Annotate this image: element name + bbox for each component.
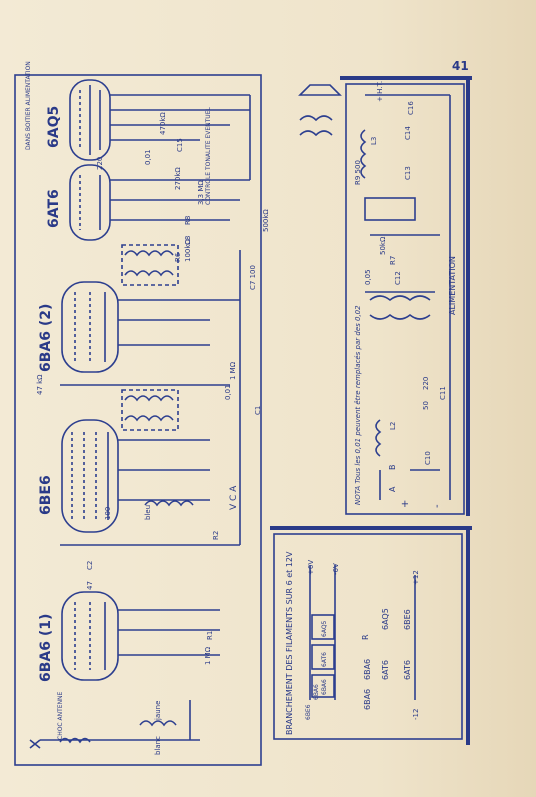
svg-text:6BE6: 6BE6: [38, 475, 54, 515]
label-r-470k: 470kΩ: [159, 112, 167, 135]
oscillator-coil: [144, 500, 194, 507]
label-c-220: 220: [96, 157, 104, 170]
svg-text:6AQ5: 6AQ5: [46, 106, 62, 148]
label-c13: C13: [404, 166, 412, 180]
alimentation-panel: ALIMENTATION + H.T. C16 C14 C13 L3 R9 50…: [340, 76, 472, 516]
svg-text:6AT6: 6AT6: [46, 189, 62, 228]
tube-6ba6-2: 6BA6 (2): [38, 281, 119, 373]
label-c10: C10: [424, 451, 432, 465]
label-minus6: -6V: [332, 563, 340, 575]
label-dans-boitier: DANS BOITIER ALIMENTATION: [25, 61, 32, 150]
label-plus: +: [400, 500, 411, 508]
label-c16: C16: [407, 101, 415, 115]
alim-title: ALIMENTATION: [448, 256, 457, 315]
label-r-47k: 47 kΩ: [36, 374, 44, 395]
filaments-title: BRANCHEMENT DES FILAMENTS SUR 6 et 12V: [285, 551, 294, 735]
label-r1: R1: [206, 631, 214, 640]
schematic-frame: [14, 74, 262, 766]
label-r-50k: 50kΩ: [379, 236, 387, 255]
label-c-100: 100: [104, 507, 112, 520]
label-c-47: 47: [86, 581, 94, 590]
label-c2: C2: [86, 561, 94, 570]
svg-text:6AT6: 6AT6: [403, 660, 412, 680]
label-c11: C11: [439, 386, 447, 400]
svg-text:6AQ5: 6AQ5: [381, 608, 390, 630]
if-transformer-1: [121, 244, 179, 286]
label-c-005: 0,05: [364, 269, 372, 285]
label-plus12: +12: [412, 570, 420, 585]
svg-text:6AT6: 6AT6: [321, 652, 328, 667]
svg-text:6BE6: 6BE6: [403, 609, 412, 630]
label-r-270k: 270kΩ: [174, 167, 182, 190]
svg-text:6AQ5: 6AQ5: [321, 620, 328, 637]
label-r8: R8: [184, 216, 192, 225]
svg-text:6AT6: 6AT6: [381, 660, 390, 680]
label-choc: CHOC ANTENNE: [57, 691, 64, 740]
wiring: [40, 94, 251, 741]
label-r-100k: 100kΩ: [184, 239, 192, 262]
label-a: A: [388, 486, 397, 492]
tube-6at6: 6AT6: [46, 164, 111, 241]
svg-text:6BA6 (1): 6BA6 (1): [38, 614, 54, 682]
label-c15: C15: [176, 138, 184, 152]
filaments-panel: BRANCHEMENT DES FILAMENTS SUR 6 et 12V +…: [270, 526, 472, 745]
nota-text: NOTA Tous les 0,01 peuvent être remplacé…: [354, 305, 362, 505]
label-minus12: -12: [412, 709, 420, 720]
svg-text:6BA6: 6BA6: [313, 684, 320, 700]
page-number: 41: [452, 59, 469, 73]
label-l2: L2: [389, 422, 397, 430]
label-r9: R9 500: [354, 160, 362, 185]
label-controle: CONTROLE TONALITE EVENTUEL: [205, 107, 212, 205]
label-c-001b: 0,01: [224, 384, 232, 400]
antenna-coil: [29, 720, 177, 749]
speaker-icon: [298, 84, 342, 96]
output-transformer: [298, 84, 342, 137]
label-blanc: blanc: [154, 736, 162, 755]
tube-6ba6-1: 6BA6 (1): [38, 591, 119, 682]
svg-text:6BA6 (2): 6BA6 (2): [38, 304, 54, 372]
label-r6: R6: [174, 252, 182, 262]
label-r-3-3m: 3,3 MΩ: [197, 180, 205, 205]
label-c1: C1: [254, 406, 262, 415]
label-pot-500k: 500kΩ: [262, 209, 270, 232]
svg-text:6BA6: 6BA6: [321, 679, 328, 695]
label-c-001: 0,01: [144, 149, 152, 165]
label-l3: L3: [370, 137, 378, 145]
svg-text:6BE6: 6BE6: [305, 704, 312, 720]
label-r7: R7: [389, 256, 397, 265]
label-vca: V C A: [229, 485, 239, 510]
label-r-1m: 1 MΩ: [229, 361, 237, 380]
label-jaune: jaune: [154, 701, 162, 721]
label-b: B: [388, 465, 397, 471]
label-c8: C8: [184, 236, 192, 245]
label-c7: C7 100: [249, 265, 257, 290]
if-transformer-2: [121, 389, 179, 431]
label-r-1m-b: 1 MΩ: [204, 646, 212, 665]
label-c12: C12: [394, 271, 402, 285]
label-r2: R2: [212, 531, 220, 540]
label-c14: C14: [404, 126, 412, 140]
label-c-50: 50: [422, 401, 430, 410]
label-r: R: [361, 634, 370, 640]
svg-text:6BA6: 6BA6: [363, 689, 372, 710]
tube-6aq5: 6AQ5: [46, 79, 111, 161]
label-c-220: 220: [422, 377, 430, 390]
label-ht: + H.T.: [376, 81, 384, 102]
tube-6be6: 6BE6: [38, 419, 119, 533]
svg-text:6BA6: 6BA6: [363, 659, 372, 680]
label-minus: -: [432, 504, 443, 508]
label-bleu: bleu: [144, 505, 152, 520]
label-plus6: +6V: [307, 560, 315, 575]
